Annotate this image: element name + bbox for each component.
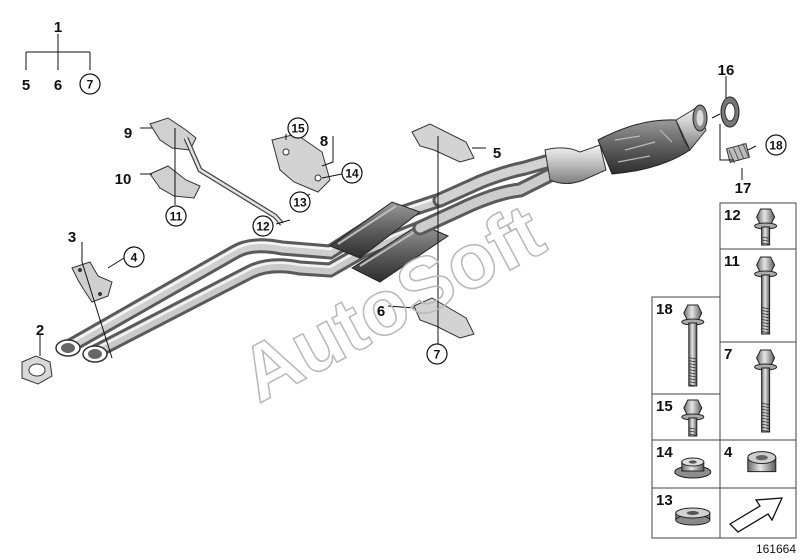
- parts-grid-cell: 4: [719, 439, 797, 489]
- callout-ring: [426, 343, 448, 365]
- callout-label: 5: [493, 145, 501, 162]
- parts-grid-cell: 11: [719, 248, 797, 343]
- bolt-short-icon: [754, 208, 778, 246]
- arrow-icon-icon: [728, 497, 784, 533]
- parts-grid-cell: 18: [651, 296, 721, 395]
- callout-label: 7: [434, 348, 441, 362]
- callout-label: 15: [291, 122, 305, 136]
- seal-ring-part-16: [720, 96, 740, 128]
- hex-nut-icon: [747, 451, 777, 473]
- callout-ring: [765, 134, 787, 156]
- gasket-part-2: [21, 355, 53, 385]
- front-pipe-flanges: [55, 339, 108, 363]
- callout-label: 4: [131, 251, 138, 265]
- spring-part-17: [725, 143, 751, 164]
- callout-label: 17: [735, 180, 752, 197]
- callout-label: 13: [293, 196, 307, 210]
- callout-ring: [123, 246, 145, 268]
- bolt-long-icon: [681, 304, 705, 387]
- hanger-part-9: [149, 117, 284, 226]
- callout-label: 14: [345, 167, 359, 181]
- exhaust-assembly-illustration: [21, 96, 751, 385]
- bracket-part-3: [71, 261, 113, 303]
- tree-child-label: 5: [22, 77, 30, 94]
- callout-label: 6: [377, 303, 385, 320]
- callout-label: 18: [769, 139, 783, 153]
- rear-catalytic-converter: [597, 104, 708, 175]
- parts-grid-label: 15: [656, 398, 673, 415]
- callout-label: 8: [320, 133, 328, 150]
- callout-label: 11: [170, 210, 183, 224]
- callout-label: 10: [115, 171, 132, 188]
- bolt-long-icon: [754, 256, 778, 335]
- callout-ring: [252, 215, 274, 237]
- tree-child-label: 7: [87, 78, 94, 92]
- parts-grid-cell: 14: [651, 439, 721, 489]
- callout-label: 12: [256, 220, 270, 234]
- parts-grid-cell: 7: [719, 341, 797, 441]
- bolt-long-icon: [754, 349, 778, 433]
- callout-ring: [289, 191, 311, 213]
- bolt-short-icon: [681, 399, 705, 437]
- callout-ring: [341, 162, 363, 184]
- callout-label: 16: [718, 62, 735, 79]
- parts-grid-label: 13: [656, 492, 673, 509]
- flange-nut-icon: [674, 457, 712, 479]
- bracket-part-5: [411, 123, 475, 163]
- parts-grid-label: 14: [656, 444, 673, 461]
- part-group-tree: 1 5 6 7: [22, 19, 101, 95]
- washer-icon: [675, 507, 711, 526]
- parts-grid-label: 18: [656, 301, 673, 318]
- callout-ring: [165, 205, 187, 227]
- callout-ring: [287, 117, 309, 139]
- callout-label: 9: [124, 125, 132, 142]
- parts-grid-label: 7: [724, 346, 732, 363]
- tree-child-ring: [79, 73, 101, 95]
- callout-label: 2: [36, 322, 44, 339]
- callout-label: 3: [68, 229, 76, 246]
- parts-grid-cell: [719, 487, 797, 539]
- parts-grid-cell: 15: [651, 393, 721, 441]
- tree-child-label: 6: [54, 77, 62, 94]
- tree-root-label: 1: [54, 19, 62, 36]
- part-callouts: 16 18 17 9 15 8 14 13 12 10 11 5 3 4 2 6 7: [36, 62, 787, 365]
- parts-grid-cell: 12: [719, 202, 797, 250]
- parts-grid-label: 11: [724, 253, 740, 270]
- parts-grid: 12 11 18 7 15 14 4 13: [651, 202, 797, 539]
- center-catalytic-converters: [328, 201, 450, 283]
- parts-grid-cell: 13: [651, 487, 721, 539]
- parts-grid-label: 4: [724, 444, 733, 461]
- parts-grid-label: 12: [724, 207, 741, 224]
- image-number: 161664: [756, 542, 796, 556]
